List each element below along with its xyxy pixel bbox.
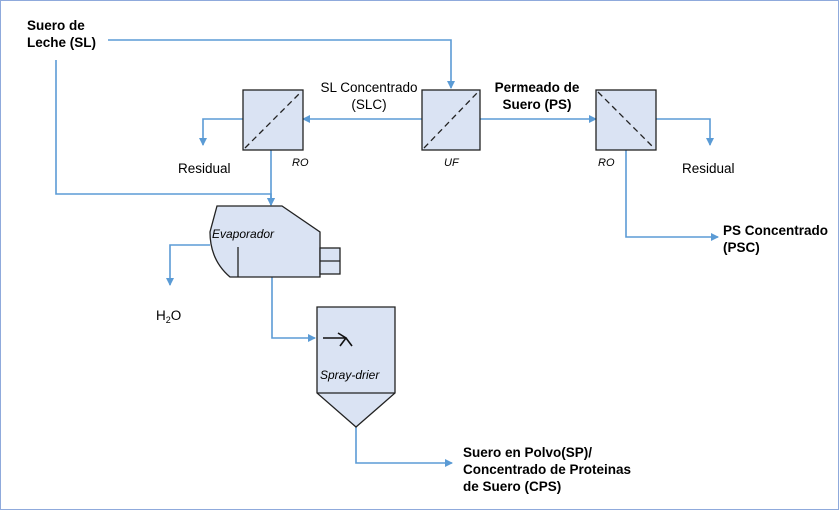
flow-ro-right-residual <box>656 118 714 146</box>
flow-ro-right-to-psc <box>625 150 719 241</box>
spray-drier-unit-label: Spray-drier <box>320 368 380 382</box>
flow-sl-to-evaporator <box>55 60 275 206</box>
water-label: H2O <box>156 308 182 325</box>
residual-left-label: Residual <box>178 161 231 176</box>
slc-label: SL Concentrado (SLC) <box>320 80 418 112</box>
residual-right-label: Residual <box>682 161 735 176</box>
ro-right-unit-label: RO <box>598 157 615 169</box>
spray-drier-unit <box>316 306 396 428</box>
flow-sl-to-uf <box>108 39 455 89</box>
evaporator-unit-label: Evaporador <box>212 227 275 241</box>
flow-spray-to-product <box>355 427 453 467</box>
ro-right-unit <box>595 89 657 151</box>
flow-ro-left-residual <box>199 118 243 146</box>
uf-unit <box>421 89 481 151</box>
ps-label: Permeado de Suero (PS) <box>494 80 580 112</box>
uf-unit-label: UF <box>444 157 459 169</box>
flow-evaporator-h2o <box>166 244 210 286</box>
product-label: Suero en Polvo(SP)/ Concentrado de Prote… <box>463 445 632 494</box>
psc-label: PS Concentrado (PSC) <box>723 223 829 255</box>
ro-left-unit <box>242 89 304 151</box>
ro-left-unit-label: RO <box>292 157 309 169</box>
flow-evaporator-to-spray <box>271 277 316 342</box>
feed-label: Suero de Leche (SL) <box>27 18 97 50</box>
evaporator-unit <box>209 205 341 278</box>
